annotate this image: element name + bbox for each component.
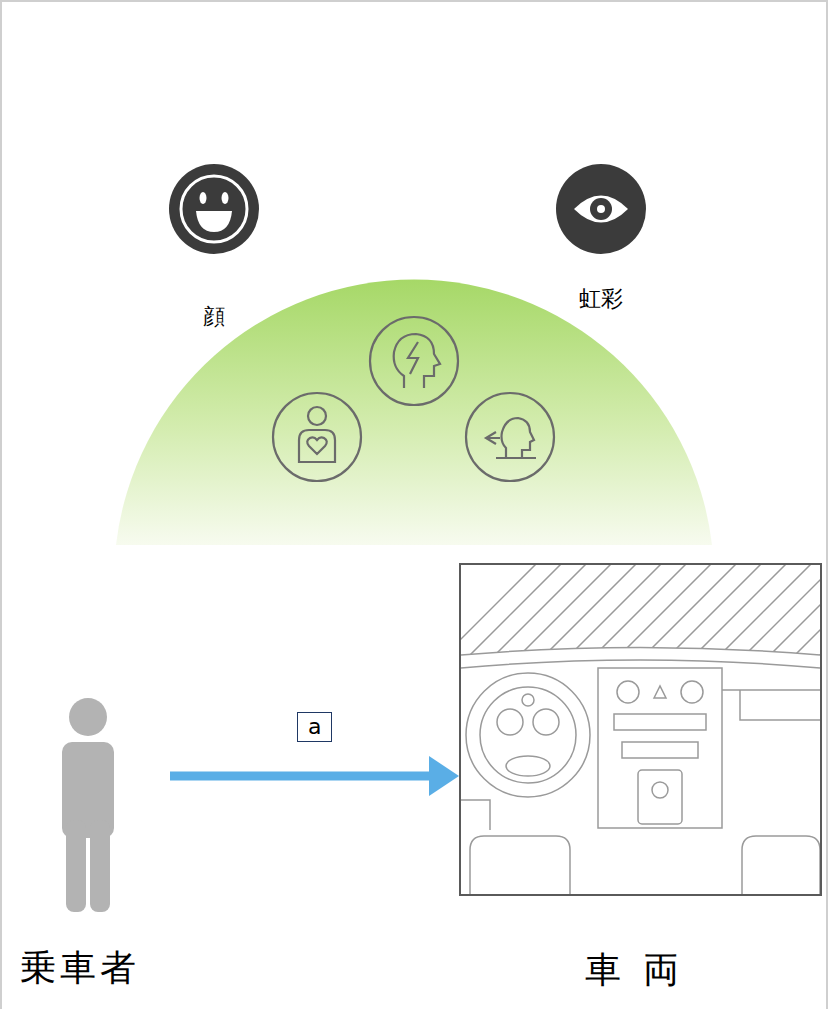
air-vent: [617, 681, 639, 703]
steering-wheel: [480, 687, 576, 783]
person-leg: [66, 820, 86, 912]
gear-knob: [652, 782, 668, 798]
voice-icon: [466, 393, 554, 481]
face-icon: 顔: [169, 164, 259, 254]
vehicle-interior: [420, 560, 829, 896]
person-figure: [62, 698, 114, 912]
icon-circle: [556, 164, 646, 254]
climate-panel: [622, 742, 698, 758]
hazard-button: [654, 686, 666, 698]
air-vent: [681, 681, 703, 703]
mind-icon: [370, 317, 458, 405]
vehicle-box: 車両: [459, 563, 822, 896]
mind-icon-bolt: [408, 342, 418, 374]
voice-icon-head: [496, 418, 536, 458]
person-leg: [90, 820, 110, 912]
mind-icon-head: [394, 334, 440, 388]
node-label: 虹彩: [516, 286, 686, 312]
flow-arrow: [170, 772, 431, 781]
dashboard-edge: [461, 660, 820, 668]
person-body: [62, 742, 114, 838]
state-icons: [273, 317, 554, 481]
radio-panel: [614, 714, 706, 730]
gauge: [497, 709, 523, 735]
dashboard-edge: [461, 648, 820, 656]
voice-icon-waves: [486, 432, 500, 444]
seat: [742, 836, 820, 896]
gear-shift: [638, 770, 682, 824]
door-panel: [461, 800, 490, 830]
center-console: [598, 668, 722, 828]
wheel-hub: [506, 756, 550, 776]
glovebox: [722, 690, 820, 720]
iris-icon: 虹彩: [556, 164, 646, 254]
health-icon-head: [308, 407, 326, 425]
person-head: [69, 698, 107, 736]
node-label: 顔: [129, 304, 299, 330]
icon-circle: [169, 164, 259, 254]
circle-outline: [169, 164, 259, 254]
edge-label: a: [297, 712, 332, 742]
sensing-fan: [116, 280, 712, 545]
hatch-lines: [420, 560, 829, 680]
health-icon-heart: [307, 437, 327, 454]
windshield-hatch: [420, 560, 829, 680]
node-label: 乗車者: [20, 948, 240, 988]
gauge: [522, 694, 534, 706]
gauge: [533, 709, 559, 735]
seat: [470, 836, 570, 896]
steering-wheel: [466, 673, 590, 797]
node-label: 車両: [461, 950, 824, 990]
health-icon-body: [299, 430, 335, 462]
occupant-figure: 乗車者: [40, 690, 170, 920]
health-icon: [273, 393, 361, 481]
circle-outline: [556, 164, 646, 254]
